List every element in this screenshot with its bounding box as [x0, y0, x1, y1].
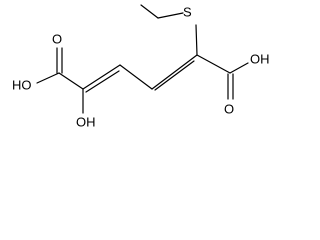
bond-s-c2	[195, 24, 198, 56]
atom-label-hydroxyl-left: HO	[12, 77, 32, 92]
atom-label-oxygen-left: O	[52, 31, 62, 46]
bond-c6-oh	[36, 72, 60, 84]
chemical-structure: S O HO OH O OH	[12, 4, 270, 129]
atom-label-oxygen-right: O	[224, 101, 234, 116]
bond-ethyl-ch3-ch2	[140, 4, 159, 19]
bond-c2-c3-double-inner	[154, 60, 195, 91]
bond-ethyl-ch2-s	[157, 12, 184, 19]
atom-label-hydroxyl-right: OH	[250, 51, 270, 66]
bond-c4-c5-double-inner	[85, 70, 120, 93]
atom-label-sulfur: S	[183, 4, 192, 19]
atom-label-hydroxyl-bottom: OH	[76, 114, 96, 129]
bond-c2-c3-double	[151, 54, 198, 90]
bond-c3-c4	[119, 64, 153, 90]
bond-c1-c2	[196, 54, 231, 74]
bond-c5-c6	[58, 72, 84, 90]
atom-labels: S O HO OH O OH	[12, 4, 270, 129]
bond-c1-oh	[229, 62, 249, 74]
bond-c4-c5-double	[82, 64, 121, 90]
bonds	[36, 4, 249, 114]
